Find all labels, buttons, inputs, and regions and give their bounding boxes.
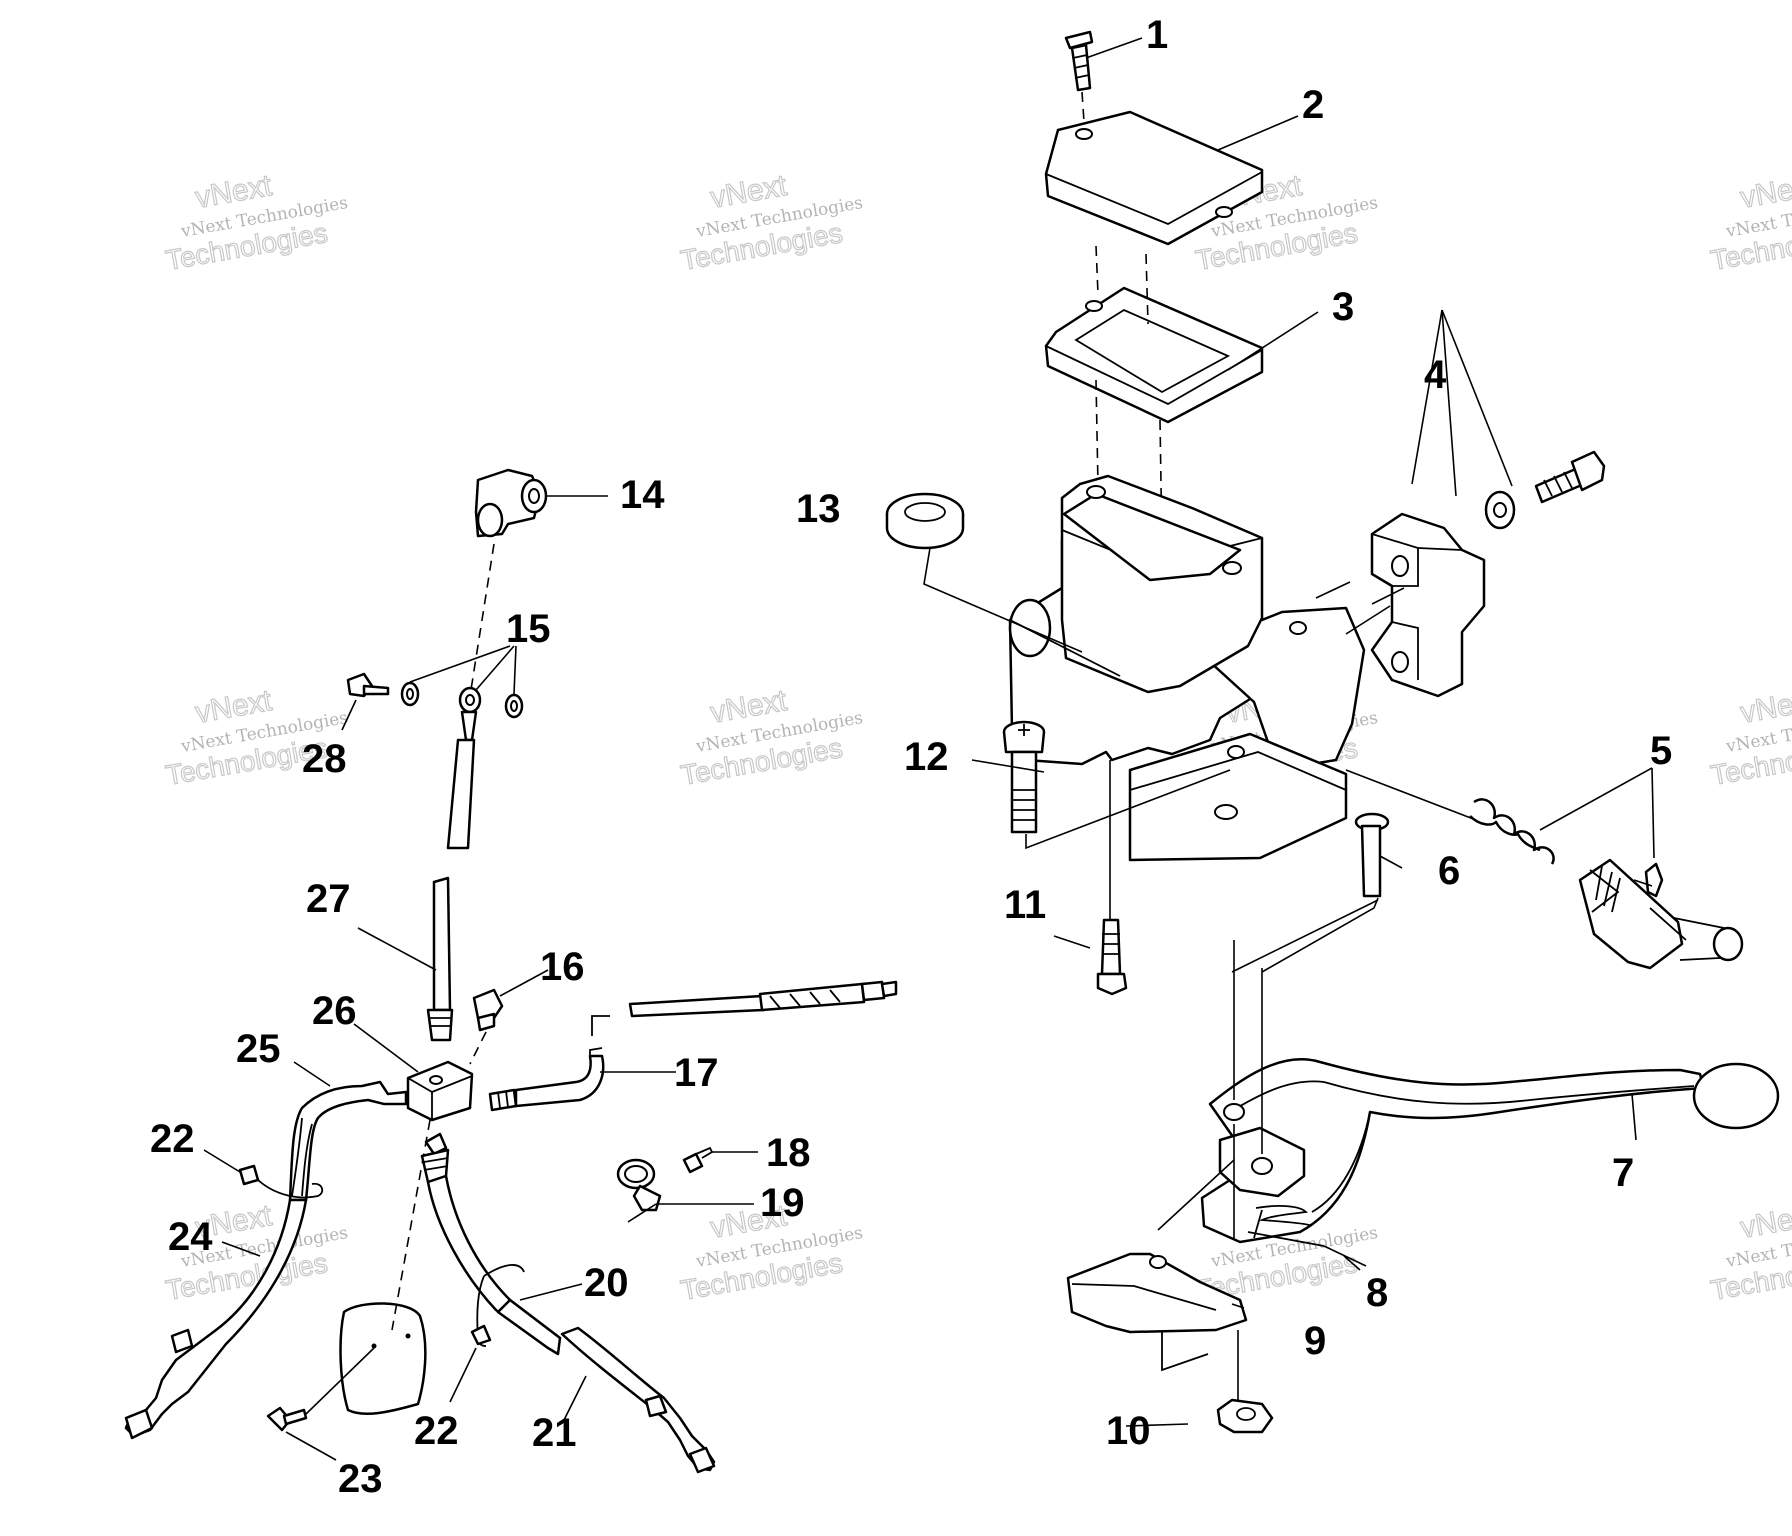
spring-part-8 bbox=[1247, 1205, 1367, 1267]
callout-21: 21 bbox=[532, 1411, 577, 1455]
brake-hose-part-20 bbox=[420, 1132, 583, 1356]
brake-line-part-17 bbox=[488, 980, 898, 1112]
clip-part-19 bbox=[616, 1158, 754, 1223]
hose-clamp-part-22-upper bbox=[203, 1149, 324, 1199]
callout-25: 25 bbox=[236, 1027, 281, 1071]
screw-part-11 bbox=[1096, 760, 1128, 996]
callout-18: 18 bbox=[766, 1131, 811, 1175]
callout-23: 23 bbox=[338, 1457, 383, 1501]
master-cylinder-body bbox=[1008, 474, 1366, 862]
callout-3: 3 bbox=[1332, 285, 1354, 329]
callout-16: 16 bbox=[540, 945, 585, 989]
screw-part-23 bbox=[266, 1406, 337, 1461]
callout-26: 26 bbox=[312, 989, 357, 1033]
callout-6: 6 bbox=[1438, 849, 1460, 893]
callout-10: 10 bbox=[1106, 1409, 1151, 1453]
callout-13: 13 bbox=[796, 487, 841, 531]
hose-clamp-part-22-lower bbox=[449, 1264, 525, 1403]
screw-part-1 bbox=[1064, 30, 1094, 123]
callout-1: 1 bbox=[1146, 13, 1168, 57]
callout-20: 20 bbox=[584, 1261, 629, 1305]
watermark-line1: vNext bbox=[1738, 169, 1792, 215]
callout-4: 4 bbox=[1424, 353, 1447, 397]
callout-22-upper: 22 bbox=[150, 1117, 195, 1161]
brake-hose-part-24 bbox=[124, 1198, 308, 1440]
piston-part-5 bbox=[1345, 769, 1744, 970]
brake-hose-part-25 bbox=[288, 1061, 408, 1202]
tee-fitting-part-14 bbox=[469, 468, 608, 697]
callout-22-lower: 22 bbox=[414, 1409, 459, 1453]
callout-labels: 1 2 3 4 5 6 7 8 9 10 11 12 13 14 15 16 1… bbox=[150, 13, 1672, 1501]
pivot-block-part-9 bbox=[1066, 1159, 1248, 1372]
callout-28: 28 bbox=[302, 737, 347, 781]
boot-part-13 bbox=[885, 492, 1083, 653]
callout-24: 24 bbox=[168, 1215, 213, 1259]
watermark-line1: vNext bbox=[1738, 1199, 1792, 1245]
brake-line-part-27 bbox=[357, 686, 482, 1042]
clamp-part-4 bbox=[1315, 450, 1606, 698]
brake-hose-part-21 bbox=[560, 1326, 716, 1474]
callout-9: 9 bbox=[1304, 1319, 1326, 1363]
reservoir-cover-part-2 bbox=[1044, 110, 1264, 246]
callout-8: 8 bbox=[1366, 1271, 1388, 1315]
bolt-part-28 bbox=[341, 645, 524, 731]
lever-part-7 bbox=[1200, 1058, 1780, 1244]
callout-15: 15 bbox=[506, 607, 551, 651]
callout-17: 17 bbox=[674, 1051, 719, 1095]
callout-5: 5 bbox=[1650, 729, 1672, 773]
watermark-line1: vNext bbox=[1738, 684, 1792, 730]
callout-27: 27 bbox=[306, 877, 351, 921]
callout-2: 2 bbox=[1302, 83, 1324, 127]
diaphragm-part-3 bbox=[1044, 286, 1264, 424]
pin-part-6 bbox=[1231, 812, 1390, 973]
junction-block-part-26 bbox=[353, 1023, 474, 1122]
leader-lines bbox=[971, 37, 1655, 1427]
bleeder-part-18 bbox=[682, 1146, 758, 1174]
nut-part-10 bbox=[1216, 1330, 1274, 1434]
bolt-part-12 bbox=[1002, 720, 1231, 850]
callout-14: 14 bbox=[620, 473, 665, 517]
switch-part-16 bbox=[469, 969, 549, 1065]
callout-7: 7 bbox=[1612, 1151, 1634, 1195]
callout-11: 11 bbox=[1004, 883, 1046, 927]
callout-19: 19 bbox=[760, 1181, 805, 1225]
callout-12: 12 bbox=[904, 735, 949, 779]
